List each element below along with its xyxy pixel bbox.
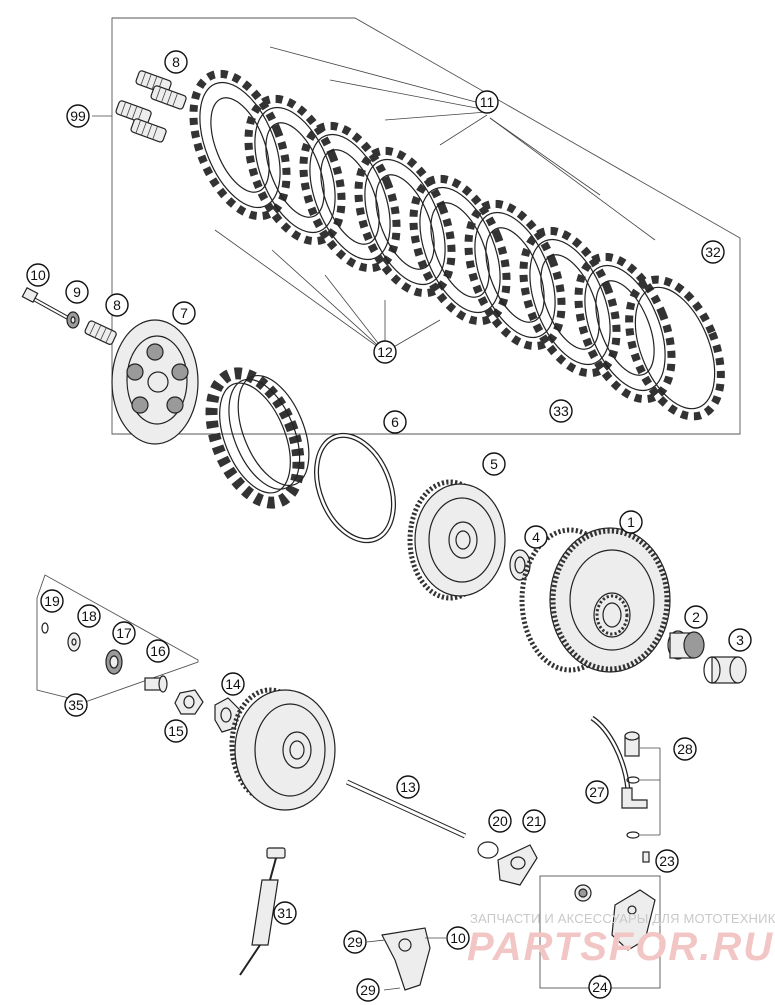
svg-text:7: 7 (180, 305, 188, 321)
svg-text:23: 23 (659, 853, 675, 869)
svg-text:15: 15 (168, 723, 184, 739)
callout-19: 19 (40, 589, 64, 613)
slave-cylinder (366, 927, 446, 991)
svg-text:17: 17 (116, 625, 132, 641)
callout-12: 12 (373, 340, 397, 364)
svg-text:32: 32 (705, 244, 721, 260)
callout-9: 9 (65, 280, 89, 304)
svg-text:19: 19 (44, 593, 60, 609)
svg-text:24: 24 (592, 979, 608, 995)
callout-21: 21 (522, 809, 546, 833)
svg-text:21: 21 (526, 813, 542, 829)
pressure-pin (144, 675, 168, 693)
svg-text:16: 16 (150, 643, 166, 659)
bushing (703, 656, 747, 684)
ball-bearing (105, 649, 123, 675)
svg-text:28: 28 (677, 741, 693, 757)
clutch-plate-pack (205, 367, 310, 509)
svg-text:5: 5 (490, 456, 498, 472)
svg-text:14: 14 (225, 676, 241, 692)
retaining-ring (314, 432, 396, 544)
callout-28: 28 (673, 737, 697, 761)
callout-27: 27 (585, 780, 609, 804)
svg-text:4: 4 (532, 529, 540, 545)
callout-20: 20 (488, 809, 512, 833)
callout-29-bottom: 29 (356, 978, 380, 1002)
callout-23: 23 (655, 849, 679, 873)
callout-32: 32 (701, 240, 725, 264)
callout-16: 16 (146, 639, 170, 663)
needle-bearing (667, 630, 705, 660)
callout-2: 2 (684, 605, 708, 629)
callout-6: 6 (383, 410, 407, 434)
callout-18: 18 (77, 604, 101, 628)
svg-text:9: 9 (73, 284, 81, 300)
svg-text:31: 31 (277, 905, 293, 921)
callout-13: 13 (396, 775, 420, 799)
callout-31: 31 (273, 901, 297, 925)
callout-3: 3 (728, 628, 752, 652)
svg-text:1: 1 (627, 514, 635, 530)
callout-11: 11 (475, 90, 499, 114)
callout-8-top: 8 (164, 50, 188, 74)
svg-text:11: 11 (480, 94, 495, 110)
pressure-spring (84, 320, 117, 345)
callout-4: 4 (524, 525, 548, 549)
svg-text:29: 29 (360, 982, 376, 998)
grease-syringe (239, 847, 286, 976)
svg-text:8: 8 (172, 54, 180, 70)
callout-8-mid: 8 (105, 293, 129, 317)
bolt-washer (66, 311, 80, 329)
svg-text:99: 99 (70, 108, 86, 124)
svg-text:8: 8 (113, 297, 121, 313)
pressure-plate (111, 319, 199, 445)
callout-33: 33 (549, 399, 573, 423)
circlip (41, 622, 49, 634)
washer-small (67, 632, 81, 652)
svg-text:13: 13 (400, 779, 416, 795)
pressure-plate-bolt (21, 286, 69, 320)
clutch-plate-stack (189, 69, 725, 421)
svg-text:3: 3 (736, 632, 744, 648)
thrust-washer (509, 549, 531, 581)
watermark-tagline: ЗАПЧАСТИ И АКСЕССУАРЫ ДЛЯ МОТОТЕХНИКИ (470, 911, 775, 926)
callout-5: 5 (482, 452, 506, 476)
callout-17: 17 (112, 621, 136, 645)
svg-text:27: 27 (589, 784, 605, 800)
callout-1: 1 (619, 510, 643, 534)
callout-14: 14 (221, 672, 245, 696)
svg-text:6: 6 (391, 414, 399, 430)
svg-text:12: 12 (377, 344, 393, 360)
svg-text:33: 33 (553, 403, 569, 419)
svg-text:10: 10 (30, 267, 46, 283)
gasket (497, 844, 538, 886)
watermark-logo[interactable]: PARTSFOR.RU (467, 925, 775, 969)
svg-text:20: 20 (492, 813, 508, 829)
callout-7: 7 (172, 301, 196, 325)
callout-10-left: 10 (26, 263, 50, 287)
svg-text:18: 18 (81, 608, 97, 624)
callout-24: 24 (588, 975, 612, 999)
inner-clutch-hub (407, 479, 506, 601)
hub-nut (174, 689, 204, 715)
sealing-washers (626, 747, 661, 839)
svg-text:29: 29 (347, 934, 363, 950)
outer-clutch-basket (519, 527, 671, 673)
primary-drive-gear (229, 687, 336, 811)
callout-29-top: 29 (343, 930, 367, 954)
callout-15: 15 (164, 719, 188, 743)
callout-99: 99 (66, 104, 90, 128)
svg-text:10: 10 (450, 930, 466, 946)
svg-text:35: 35 (68, 697, 84, 713)
clutch-springs-set (115, 70, 187, 143)
callout-35: 35 (64, 693, 88, 717)
svg-text:2: 2 (692, 609, 700, 625)
o-ring (477, 841, 499, 859)
push-rod (345, 779, 467, 839)
banjo-bolt (624, 731, 640, 757)
bleed-nipple (642, 851, 650, 863)
callout-10-bottom: 10 (446, 926, 470, 950)
